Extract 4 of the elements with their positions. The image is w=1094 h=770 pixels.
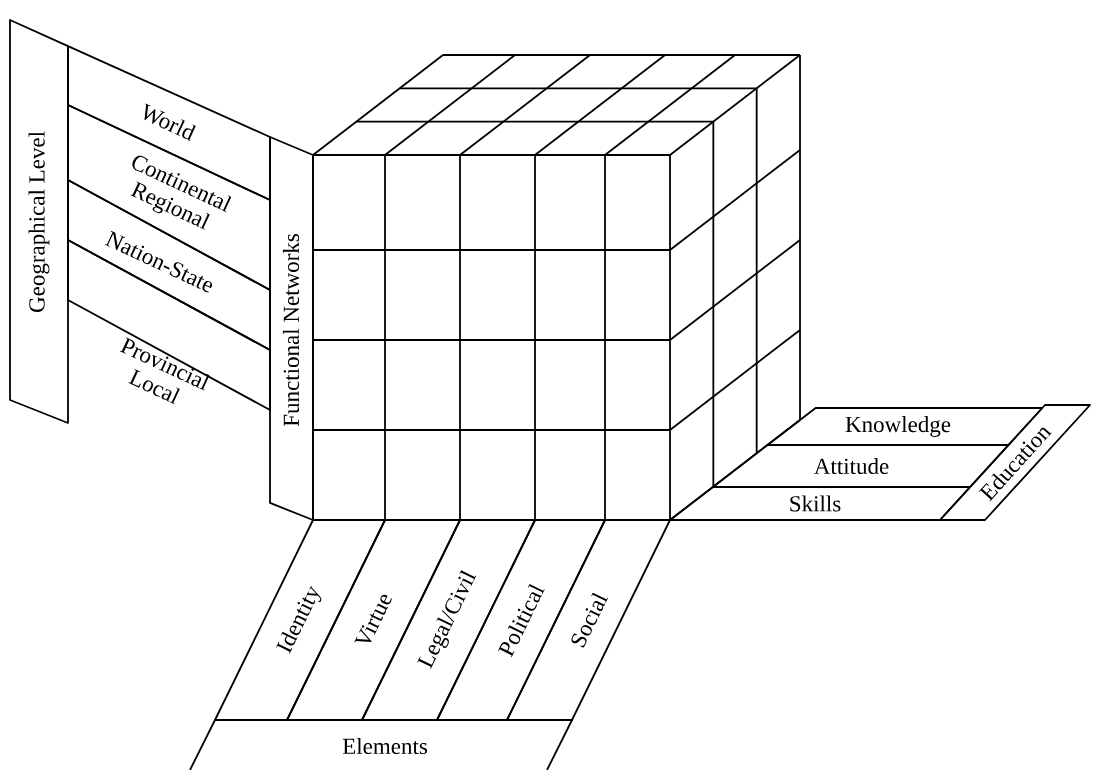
label-strip: Functional Networks <box>269 136 314 521</box>
label-strip: Elements <box>189 719 573 770</box>
label-strip: Geographical Level <box>9 19 69 424</box>
label-strip: Skills <box>669 486 972 521</box>
